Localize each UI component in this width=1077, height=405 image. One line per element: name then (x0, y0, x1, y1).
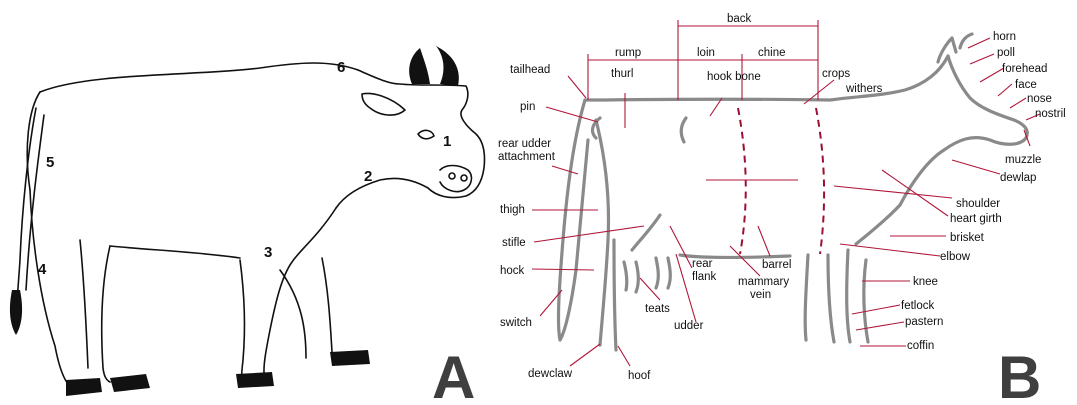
label-forehead: forehead (1002, 63, 1047, 75)
label-switch: switch (500, 317, 532, 329)
label-shoulder: shoulder (956, 198, 1000, 210)
label-chine: chine (758, 47, 786, 59)
label-thigh: thigh (500, 204, 525, 216)
horn-left-a (409, 48, 430, 84)
label-dewlap: dewlap (1000, 172, 1036, 184)
label-tailhead: tailhead (510, 64, 550, 76)
label-mammary: mammary (738, 276, 789, 288)
number-label: 1 (443, 133, 451, 150)
label-muzzle: muzzle (1005, 154, 1041, 166)
label-barrel: barrel (762, 259, 791, 271)
label-thurl: thurl (611, 68, 633, 80)
label-rump: rump (615, 47, 641, 59)
girth-dashes-b (738, 108, 824, 254)
label-horn: horn (993, 31, 1016, 43)
label-vein: vein (750, 289, 771, 301)
labels-top-b: back rump loin chine thurl hook bone cro… (510, 13, 883, 95)
number-label: 3 (264, 244, 272, 261)
hoof-4-a (330, 350, 370, 366)
panel-a: 1 2 3 4 5 6 A (10, 46, 485, 405)
label-hock: hock (500, 265, 525, 277)
number-label: 6 (337, 59, 345, 76)
label-rear-udder: rear udder (498, 138, 551, 150)
panel-letter-a: A (432, 344, 475, 405)
label-stifle: stifle (502, 237, 526, 249)
hoof-3-a (236, 372, 274, 388)
label-crops: crops (822, 68, 850, 80)
label-udder: udder (674, 320, 704, 332)
label-coffin: coffin (907, 340, 934, 352)
label-attachment: attachment (498, 151, 556, 163)
hoof-2-a (110, 374, 150, 392)
label-hook-bone: hook bone (707, 71, 761, 83)
label-hoof: hoof (628, 370, 651, 382)
label-rear: rear (692, 258, 713, 270)
panel-b: back rump loin chine thurl hook bone cro… (498, 13, 1066, 405)
tail-switch-a (10, 290, 22, 335)
label-poll: poll (997, 47, 1015, 59)
cow-outline-a (16, 63, 485, 384)
number-label: 2 (364, 168, 372, 185)
cow-dark-parts-a (10, 46, 459, 396)
label-nose: nose (1027, 93, 1052, 105)
label-heart-girth: heart girth (950, 213, 1002, 225)
hoof-1-a (66, 378, 102, 396)
label-dewclaw: dewclaw (528, 368, 573, 380)
cow-outline-b (559, 34, 1028, 350)
number-label: 5 (46, 154, 54, 171)
panel-letter-b: B (998, 344, 1041, 405)
number-label: 4 (38, 261, 47, 278)
horn-right-a (436, 46, 459, 86)
label-pastern: pastern (905, 316, 943, 328)
label-brisket: brisket (950, 232, 985, 244)
label-teats: teats (645, 303, 670, 315)
label-back: back (727, 13, 752, 25)
label-loin: loin (697, 47, 715, 59)
label-knee: knee (913, 276, 938, 288)
label-nostril: nostril (1035, 108, 1066, 120)
labels-center-b: teats rear flank udder mammary vein barr… (645, 258, 791, 332)
label-withers: withers (845, 83, 883, 95)
label-elbow: elbow (940, 251, 971, 263)
label-face: face (1015, 79, 1037, 91)
label-fetlock: fetlock (901, 300, 934, 312)
label-pin: pin (520, 101, 535, 113)
label-flank: flank (692, 271, 717, 283)
